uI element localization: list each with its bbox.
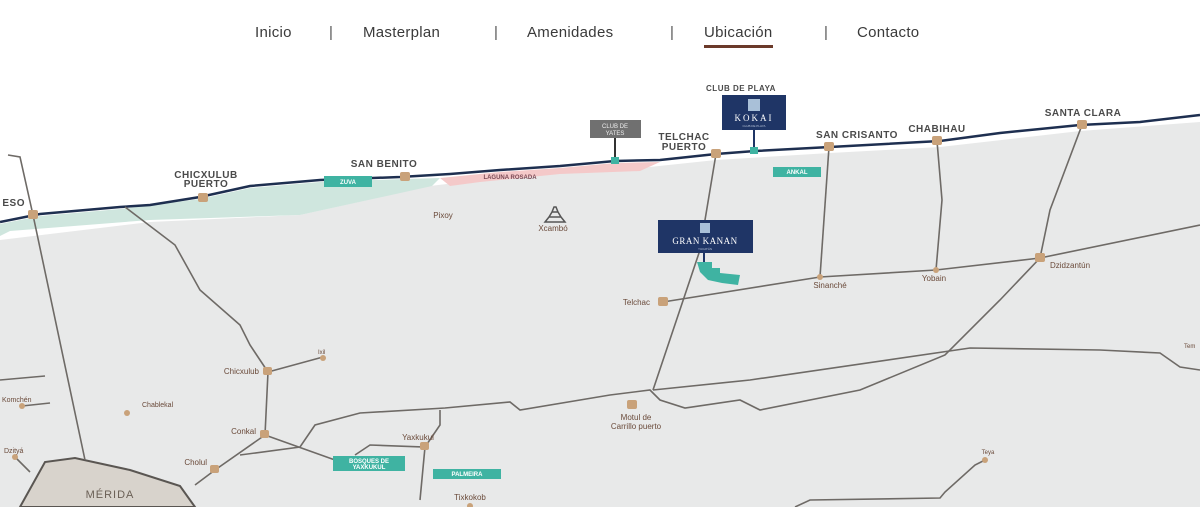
nav-contacto[interactable]: Contacto bbox=[857, 24, 920, 41]
coastline bbox=[0, 113, 1200, 224]
label-cholul: Cholul bbox=[184, 458, 207, 467]
palmeira-tag[interactable]: PALMEIRA bbox=[433, 469, 501, 479]
club-de-yates-label: YATES bbox=[606, 131, 625, 137]
club-de-yates-label: CLUB DE bbox=[602, 124, 628, 130]
label-club-de-playa: CLUB DE PLAYA bbox=[706, 84, 776, 93]
nav-separator: | bbox=[494, 24, 498, 41]
zuva-tag[interactable]: ZUVA bbox=[324, 176, 372, 187]
kokai-logo-icon bbox=[748, 99, 760, 111]
palmeira-label: PALMEIRA bbox=[452, 472, 484, 478]
bosques-label: YAXKUKUL bbox=[353, 465, 386, 471]
label-yaxkukul: Yaxkukul bbox=[402, 433, 434, 442]
label-telchac-puerto: PUERTO bbox=[662, 142, 707, 153]
label-pixoy: Pixoy bbox=[433, 211, 453, 220]
label-santa-clara: SANTA CLARA bbox=[1045, 108, 1122, 119]
gran-kanan-name: GRAN KANAN bbox=[672, 236, 737, 246]
label-motul: Motul de bbox=[621, 413, 652, 422]
zuva-label: ZUVA bbox=[340, 180, 357, 186]
gran-kanan-logo-icon bbox=[700, 223, 710, 233]
label-motul: Carrillo puerto bbox=[611, 422, 662, 431]
bosques-label: BOSQUES DE bbox=[349, 459, 389, 465]
beach-strip bbox=[0, 178, 440, 236]
label-san-crisanto: SAN CRISANTO bbox=[816, 130, 898, 141]
label-chabihau: CHABIHAU bbox=[908, 124, 965, 135]
label-chablekal: Chablekal bbox=[142, 402, 174, 409]
nav-separator: | bbox=[329, 24, 333, 41]
nav-amenidades[interactable]: Amenidades bbox=[527, 24, 614, 41]
pyramid-icon bbox=[543, 206, 567, 223]
land-area bbox=[0, 122, 1200, 507]
club-de-yates-marker[interactable]: CLUB DE YATES bbox=[590, 120, 641, 164]
label-tem: Tem bbox=[1184, 344, 1195, 350]
label-ixil: Ixil bbox=[318, 350, 325, 356]
nav-ubicacion[interactable]: Ubicación bbox=[704, 24, 773, 48]
nav-inicio[interactable]: Inicio bbox=[255, 24, 292, 41]
label-conkal: Conkal bbox=[231, 427, 256, 436]
label-telchac: Telchac bbox=[623, 298, 650, 307]
label-tixkokob: Tixkokob bbox=[454, 493, 486, 502]
laguna-rosada-area bbox=[440, 162, 660, 186]
label-san-benito: SAN BENITO bbox=[351, 159, 418, 170]
label-teya: Teya bbox=[982, 450, 995, 456]
gran-kanan-marker[interactable]: GRAN KANAN YUCATÁN bbox=[658, 220, 753, 285]
label-merida: MÉRIDA bbox=[86, 488, 135, 501]
label-chicxulub-puerto: PUERTO bbox=[184, 179, 229, 190]
nav-separator: | bbox=[824, 24, 828, 41]
label-dzitya: Dzityá bbox=[4, 448, 24, 455]
kokai-sub: CLUB DE PLAYA bbox=[742, 124, 765, 128]
label-dzidzantun: Dzidzantún bbox=[1050, 261, 1090, 270]
label-xcambo: Xcambó bbox=[538, 224, 568, 233]
label-telchac-puerto: TELCHAC bbox=[658, 132, 709, 143]
coastal-town-markers bbox=[12, 120, 1087, 507]
label-sinanche: Sinanché bbox=[813, 281, 847, 290]
label-chicxulub: Chicxulub bbox=[224, 367, 260, 376]
label-chicxulub-puerto: CHICXULUB bbox=[174, 170, 237, 181]
merida-area bbox=[18, 456, 197, 507]
label-yobain: Yobain bbox=[922, 274, 946, 283]
gran-kanan-lot bbox=[697, 262, 740, 285]
ankal-label: ANKAL bbox=[787, 170, 808, 176]
kokai-name: KOKAI bbox=[735, 113, 774, 123]
label-progreso: ESO bbox=[2, 198, 25, 209]
main-nav: Inicio | Masterplan | Amenidades | Ubica… bbox=[0, 0, 1200, 60]
kokai-marker[interactable]: KOKAI CLUB DE PLAYA bbox=[722, 95, 786, 154]
label-laguna-rosada: LAGUNA ROSADA bbox=[483, 175, 537, 181]
nav-separator: | bbox=[670, 24, 674, 41]
label-komchen: Komchén bbox=[2, 397, 32, 404]
ankal-tag[interactable]: ANKAL bbox=[773, 167, 821, 177]
gran-kanan-sub: YUCATÁN bbox=[698, 247, 712, 251]
nav-masterplan[interactable]: Masterplan bbox=[363, 24, 441, 41]
